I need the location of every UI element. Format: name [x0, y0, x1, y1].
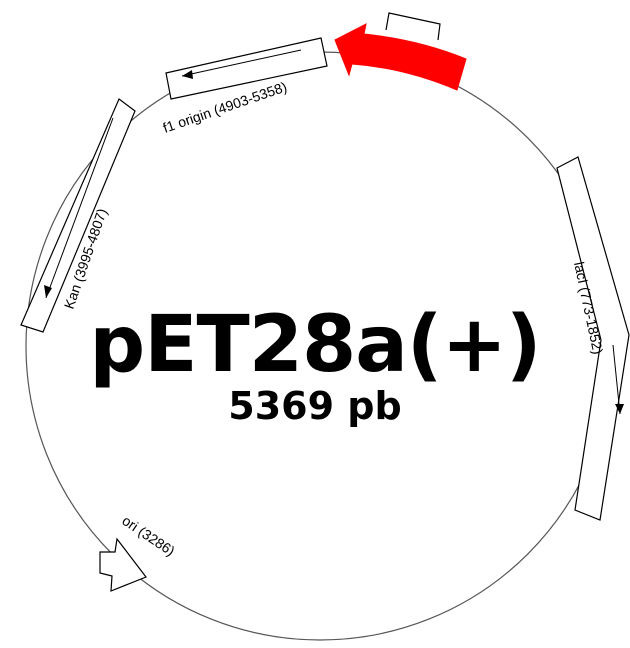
kan-feature — [20, 98, 136, 333]
ori-arrow — [99, 537, 147, 592]
f1-origin-feature — [165, 37, 328, 100]
laci-feature — [556, 156, 630, 521]
insert-arrow — [334, 23, 467, 91]
ori-label: ori (3286) — [119, 512, 178, 559]
plasmid-size: 5369 pb — [228, 384, 402, 428]
promoter-bracket — [385, 12, 441, 41]
plasmid-name: pET28a(+) — [89, 300, 541, 390]
